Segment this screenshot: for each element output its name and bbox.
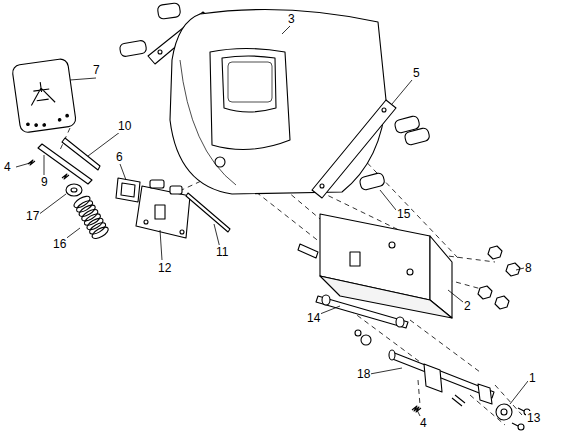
callout-number: 7 bbox=[92, 63, 101, 77]
spring-coil bbox=[72, 194, 92, 210]
callout-number: 13 bbox=[526, 411, 541, 425]
callout-number: 8 bbox=[524, 261, 533, 275]
spring-coil bbox=[90, 225, 110, 241]
spring-coil bbox=[77, 203, 97, 219]
spring-coil bbox=[85, 216, 105, 232]
callout-number: 12 bbox=[157, 261, 172, 275]
callout-number: 15 bbox=[396, 207, 411, 221]
spring-coil bbox=[75, 198, 95, 214]
callout-number: 16 bbox=[52, 237, 67, 251]
callout-number: 10 bbox=[117, 119, 132, 133]
callout-number: 18 bbox=[356, 367, 371, 381]
callout-number: 4 bbox=[419, 416, 428, 430]
spring-coil bbox=[88, 220, 108, 236]
callout-number: 17 bbox=[25, 209, 40, 223]
callout-number: 1 bbox=[528, 371, 537, 385]
spring-coil bbox=[80, 207, 100, 223]
callout-number: 4 bbox=[3, 160, 12, 174]
callout-number: 9 bbox=[40, 175, 49, 189]
callout-number: 3 bbox=[287, 12, 296, 26]
callout-number: 6 bbox=[115, 150, 124, 164]
callout-number: 2 bbox=[463, 299, 472, 313]
spring-coil bbox=[83, 212, 103, 228]
callout-number: 5 bbox=[412, 66, 421, 80]
callout-number: 11 bbox=[215, 245, 229, 259]
callout-number: 14 bbox=[306, 311, 321, 325]
